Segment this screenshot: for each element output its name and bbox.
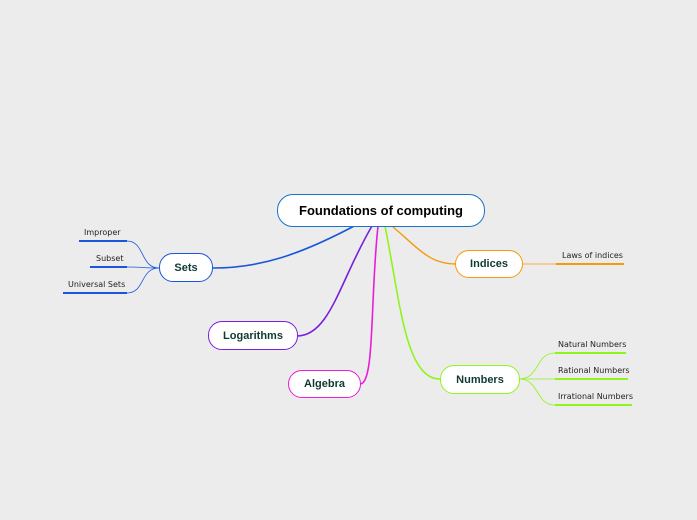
topic-sets-label: Sets	[174, 261, 198, 274]
connector-numbers	[384, 225, 441, 380]
subtopic-improper[interactable]: Improper	[84, 228, 121, 237]
topic-algebra[interactable]: Algebra	[288, 370, 361, 398]
topic-sets[interactable]: Sets	[159, 253, 213, 282]
connector-sets	[212, 223, 359, 269]
connector-algebra	[359, 225, 379, 385]
topic-numbers[interactable]: Numbers	[440, 365, 520, 394]
connector-sets-subset	[126, 266, 160, 269]
topic-logarithms-label: Logarithms	[223, 329, 283, 342]
connector-numbers-natural	[518, 352, 556, 380]
connector-sets-universal	[126, 267, 160, 294]
connector-indices	[391, 225, 457, 265]
topic-logarithms[interactable]: Logarithms	[208, 321, 298, 350]
subtopic-laws-of-indices[interactable]: Laws of indices	[562, 251, 623, 260]
connector-sets-improper	[126, 240, 160, 269]
subtopic-irrational-numbers[interactable]: Irrational Numbers	[558, 392, 633, 401]
topic-algebra-label: Algebra	[304, 378, 345, 390]
connector-numbers-irrational	[518, 378, 556, 406]
subtopic-universal-sets[interactable]: Universal Sets	[68, 280, 126, 289]
topic-indices[interactable]: Indices	[455, 250, 523, 278]
topic-numbers-label: Numbers	[456, 373, 504, 386]
central-topic-label: Foundations of computing	[299, 203, 463, 218]
topic-indices-label: Indices	[470, 258, 508, 270]
subtopic-rational-numbers[interactable]: Rational Numbers	[558, 366, 630, 375]
connector-logarithms	[296, 225, 373, 337]
subtopic-natural-numbers[interactable]: Natural Numbers	[558, 340, 627, 349]
central-topic[interactable]: Foundations of computing	[277, 194, 485, 227]
subtopic-subset[interactable]: Subset	[96, 254, 124, 263]
